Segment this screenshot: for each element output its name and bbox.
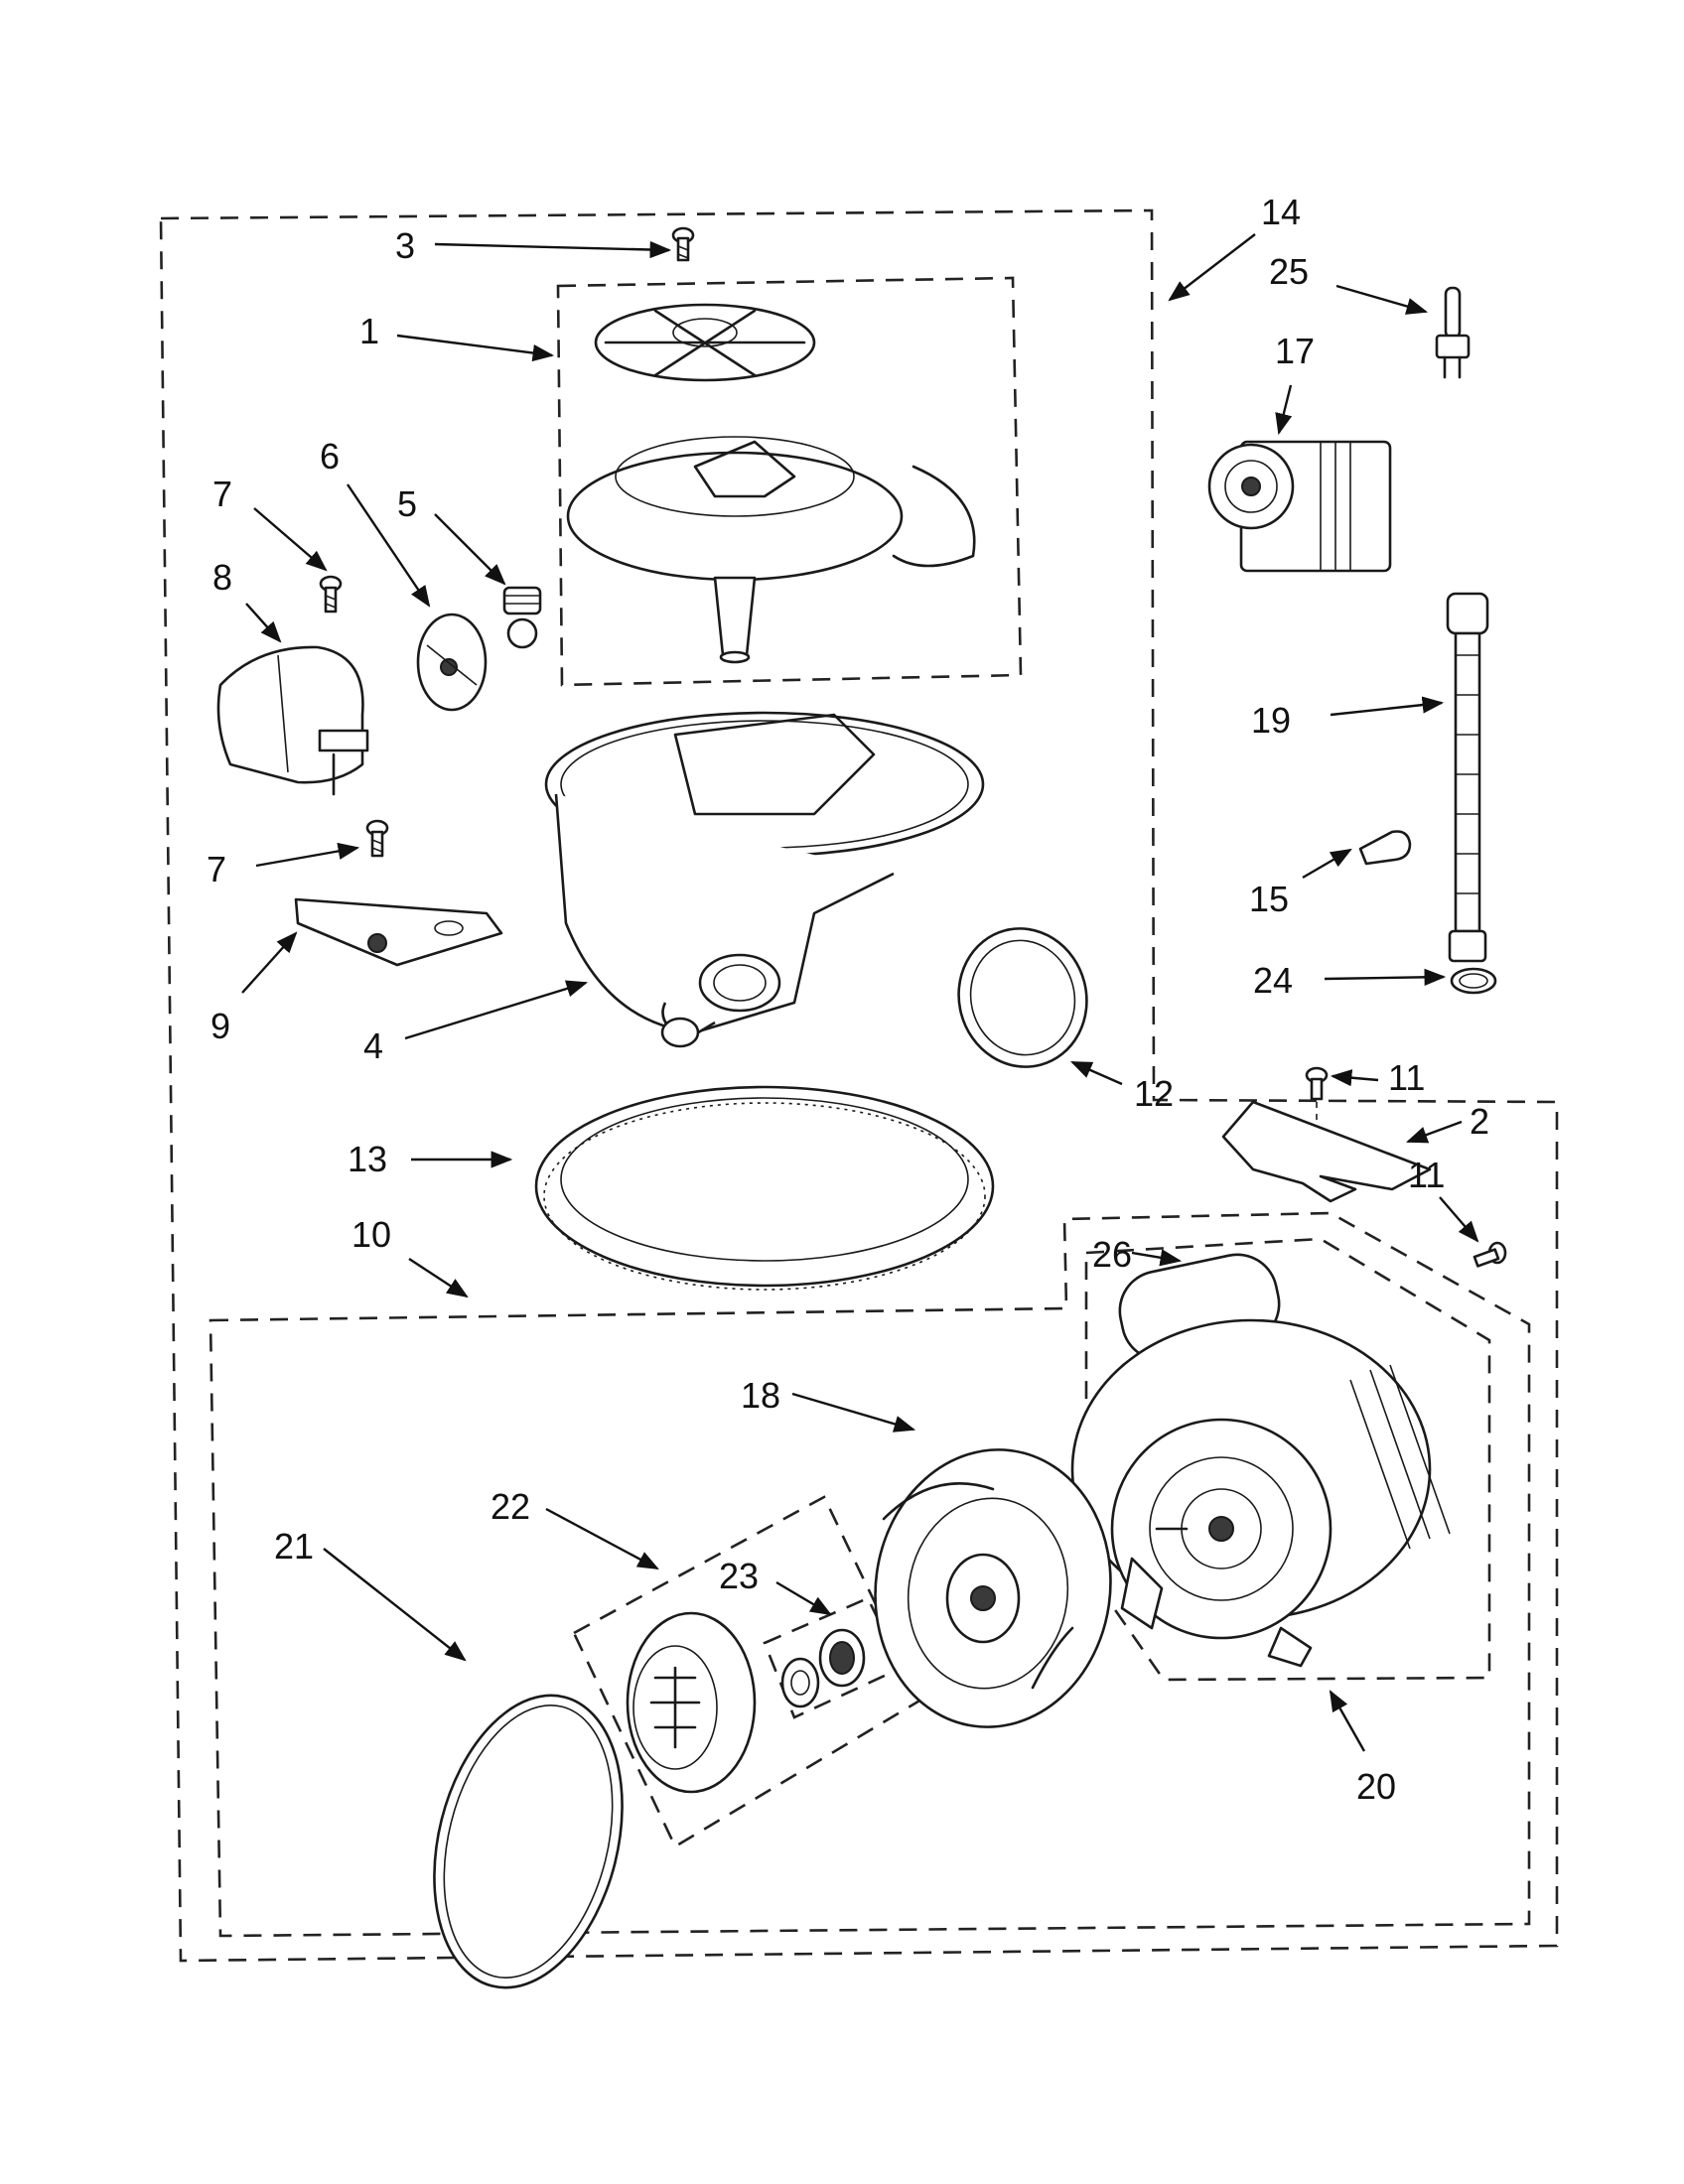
callout-labels: 3 1 14 25 17 6 5 7 8 19 7 15 9 24 4 11 1… — [207, 192, 1489, 1807]
callout-13: 13 — [348, 1139, 387, 1179]
leader-15 — [1302, 848, 1352, 880]
sump-4 — [544, 711, 985, 1048]
leader-25 — [1335, 284, 1429, 315]
leader-10 — [408, 1257, 469, 1298]
leader-arrows — [241, 233, 1479, 1752]
leader-23 — [775, 1580, 832, 1616]
outline-assembly-10 — [209, 1211, 1531, 1938]
chopper-6 — [416, 613, 488, 712]
callout-3: 3 — [395, 225, 415, 266]
leader-24 — [1324, 968, 1447, 986]
outline-assembly-14 — [159, 208, 1559, 1963]
drain-pump-17 — [1207, 440, 1392, 573]
leader-11a — [1330, 1069, 1379, 1087]
leader-5 — [434, 513, 506, 586]
seal-23 — [780, 1628, 866, 1708]
leader-2 — [1405, 1120, 1463, 1144]
parts — [216, 226, 1507, 1989]
screw-3 — [671, 226, 695, 262]
callout-8: 8 — [212, 557, 232, 598]
leader-18 — [791, 1392, 916, 1433]
housing-8 — [216, 645, 369, 796]
callout-24: 24 — [1253, 960, 1293, 1001]
motor-20 — [1070, 1253, 1451, 1668]
callout-21: 21 — [274, 1526, 314, 1567]
callout-25: 25 — [1269, 251, 1309, 292]
callout-11b: 11 — [1408, 1155, 1445, 1195]
callout-7b: 7 — [207, 849, 226, 889]
screw-11-lower — [1473, 1241, 1507, 1268]
bracket-9 — [294, 897, 503, 967]
hose-19 — [1446, 592, 1489, 963]
leader-3 — [434, 240, 672, 259]
spray-arm-assembly-1 — [566, 303, 976, 664]
callout-12: 12 — [1134, 1073, 1174, 1114]
callout-11a: 11 — [1388, 1057, 1425, 1098]
leader-11b — [1439, 1196, 1479, 1243]
leader-9 — [241, 931, 298, 994]
leader-1 — [396, 334, 555, 362]
callout-18: 18 — [741, 1375, 780, 1416]
callout-22: 22 — [491, 1486, 530, 1527]
callout-9: 9 — [210, 1006, 230, 1046]
housing-18 — [874, 1448, 1112, 1728]
leader-4 — [404, 980, 589, 1040]
callout-14: 14 — [1261, 192, 1301, 232]
callout-19: 19 — [1251, 700, 1291, 741]
leader-20 — [1329, 1690, 1366, 1752]
gasket-13 — [534, 1085, 995, 1291]
seal-12 — [957, 927, 1088, 1068]
clamp-24 — [1450, 967, 1497, 995]
plug-15 — [1358, 830, 1412, 866]
clip-5 — [502, 586, 542, 649]
callout-4: 4 — [363, 1025, 383, 1066]
leader-7b — [255, 842, 360, 868]
callout-15: 15 — [1249, 879, 1289, 919]
screw-7-top — [319, 575, 343, 614]
callout-1: 1 — [359, 311, 379, 351]
callout-6: 6 — [320, 436, 340, 477]
impeller-22 — [626, 1611, 757, 1794]
leader-17 — [1275, 384, 1293, 436]
o-ring-21 — [433, 1694, 624, 1989]
leader-21 — [323, 1548, 467, 1662]
callout-7a: 7 — [212, 474, 232, 514]
leader-14 — [1168, 233, 1256, 302]
leader-26 — [1131, 1249, 1183, 1267]
callout-10: 10 — [351, 1214, 391, 1255]
leader-22 — [545, 1507, 659, 1570]
callout-23: 23 — [719, 1556, 759, 1596]
leader-19 — [1330, 696, 1445, 717]
callout-5: 5 — [397, 483, 417, 524]
callout-17: 17 — [1275, 331, 1315, 371]
screw-7-lower — [365, 819, 389, 858]
leader-6 — [347, 483, 431, 608]
outline-part-1 — [556, 276, 1023, 687]
callout-2: 2 — [1470, 1101, 1489, 1142]
sensor-25 — [1435, 286, 1471, 379]
leader-8 — [245, 603, 282, 643]
leader-12 — [1070, 1060, 1123, 1086]
plate-2 — [1221, 1100, 1432, 1203]
callout-26: 26 — [1092, 1234, 1132, 1275]
callout-20: 20 — [1356, 1766, 1396, 1807]
leader-7a — [253, 507, 328, 572]
